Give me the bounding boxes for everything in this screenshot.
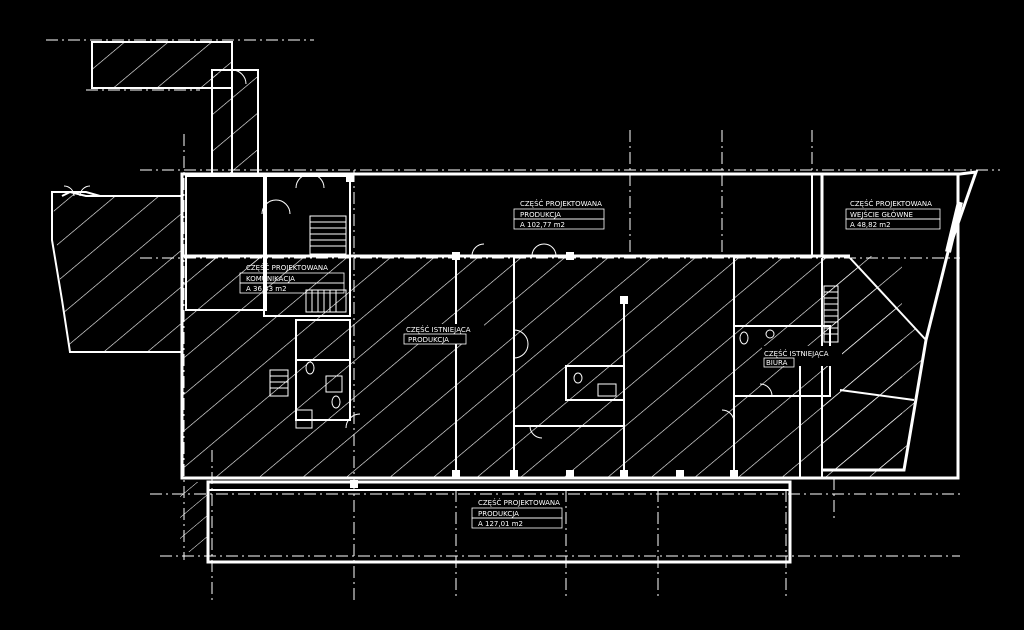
stair-west-treads (270, 375, 288, 389)
wall-hall-fill-mask (182, 174, 822, 256)
stair-east (823, 285, 839, 343)
door-hall-2 (531, 243, 557, 257)
room-name: BIURA (766, 359, 788, 367)
stair-south-treads (311, 290, 337, 312)
stair-north-treads (310, 221, 346, 247)
core-fixture-2 (597, 383, 617, 397)
door-hall-3 (513, 329, 529, 359)
label-biura: CZĘŚĆ ISTNIEJĄCA BIURA (762, 346, 842, 368)
door-office (721, 409, 735, 423)
sink-fixture (325, 375, 343, 393)
label-wejscie: CZĘŚĆ PROJEKTOWANA WEJŚCIE GŁÓWNE A 48,8… (845, 199, 941, 230)
hatch-tower-shaft (212, 74, 258, 174)
room-area: A 36,43 m2 (246, 285, 287, 293)
label-produkcja-existing: CZĘŚĆ ISTNIEJĄCA PRODUKCJA (402, 324, 484, 345)
column (452, 252, 460, 260)
office-sink (765, 329, 775, 339)
column (346, 174, 354, 182)
stair-small (295, 409, 313, 429)
door-core (261, 199, 291, 215)
wall-east-diag-1 (849, 257, 927, 341)
room-heading: CZĘŚĆ ISTNIEJĄCA (406, 325, 471, 334)
wall-tower (91, 41, 233, 89)
column (620, 296, 628, 304)
column (510, 470, 518, 478)
grid-axes (46, 39, 1000, 600)
room-heading: CZĘŚĆ ISTNIEJĄCA (764, 349, 829, 358)
wall-east-diag-2 (839, 389, 915, 401)
door-lower-room (529, 425, 543, 439)
office-toilet (739, 331, 749, 345)
hatch-top-tower (92, 42, 232, 88)
door-tower-corner (231, 69, 247, 85)
column (730, 470, 738, 478)
door-office-2 (759, 383, 773, 397)
walls (51, 41, 979, 564)
stair-south-core (305, 289, 347, 313)
column (676, 470, 684, 478)
wall-east-facade-mask (824, 176, 944, 256)
hatch-east-wedge (822, 258, 926, 470)
toilet-fixture (305, 361, 315, 375)
wall-west-bay (51, 191, 183, 353)
room-area: A 48,82 m2 (850, 221, 891, 229)
column (566, 252, 574, 260)
door-wc (345, 413, 361, 429)
wall-west-column (185, 175, 267, 311)
toilet-fixture-2 (331, 395, 341, 409)
doors (63, 69, 773, 439)
stair-west (269, 369, 289, 397)
room-heading: CZĘŚĆ PROJEKTOWANA (520, 199, 602, 208)
room-labels: CZĘŚĆ PROJEKTOWANA KOMUNIKACJA A 36,43 m… (239, 199, 941, 529)
column (452, 470, 460, 478)
door-hall-1 (471, 243, 485, 257)
wall-west-bay-inner (61, 190, 100, 197)
stair-east-treads (824, 291, 838, 335)
door-north-double (295, 173, 325, 189)
hatch-west-bay (52, 192, 182, 352)
core-fixture-1 (573, 372, 583, 384)
stair-north-core (309, 215, 347, 255)
room-name: PRODUKCJA (478, 510, 519, 518)
label-produkcja-north: CZĘŚĆ PROJEKTOWANA PRODUKCJA A 102,77 m2 (513, 199, 605, 230)
stairs (269, 215, 839, 429)
column (566, 470, 574, 478)
fixtures (305, 329, 775, 409)
wall-core-room (565, 365, 625, 401)
wall-facade-thick (945, 201, 963, 253)
column (620, 470, 628, 478)
room-heading: CZĘŚĆ PROJEKTOWANA (478, 498, 560, 507)
room-name: KOMUNIKACJA (246, 275, 295, 283)
wall-wc-block (295, 319, 351, 421)
wall-south-annex-outline (206, 480, 792, 564)
room-heading: CZĘŚĆ PROJEKTOWANA (850, 199, 932, 208)
door-bay-top (63, 185, 91, 197)
label-produkcja-south: CZĘŚĆ PROJEKTOWANA PRODUKCJA A 127,01 m2 (471, 498, 563, 529)
label-komunikacja: CZĘŚĆ PROJEKTOWANA KOMUNIKACJA A 36,43 m… (239, 263, 345, 294)
wall-south-annex-mask (210, 484, 788, 560)
room-area: A 127,01 m2 (478, 520, 523, 528)
room-name: PRODUKCJA (520, 211, 561, 219)
room-heading: CZĘŚĆ PROJEKTOWANA (246, 263, 328, 272)
room-name: PRODUKCJA (408, 336, 449, 344)
room-area: A 102,77 m2 (520, 221, 565, 229)
room-name: WEJŚCIE GŁÓWNE (850, 210, 913, 219)
